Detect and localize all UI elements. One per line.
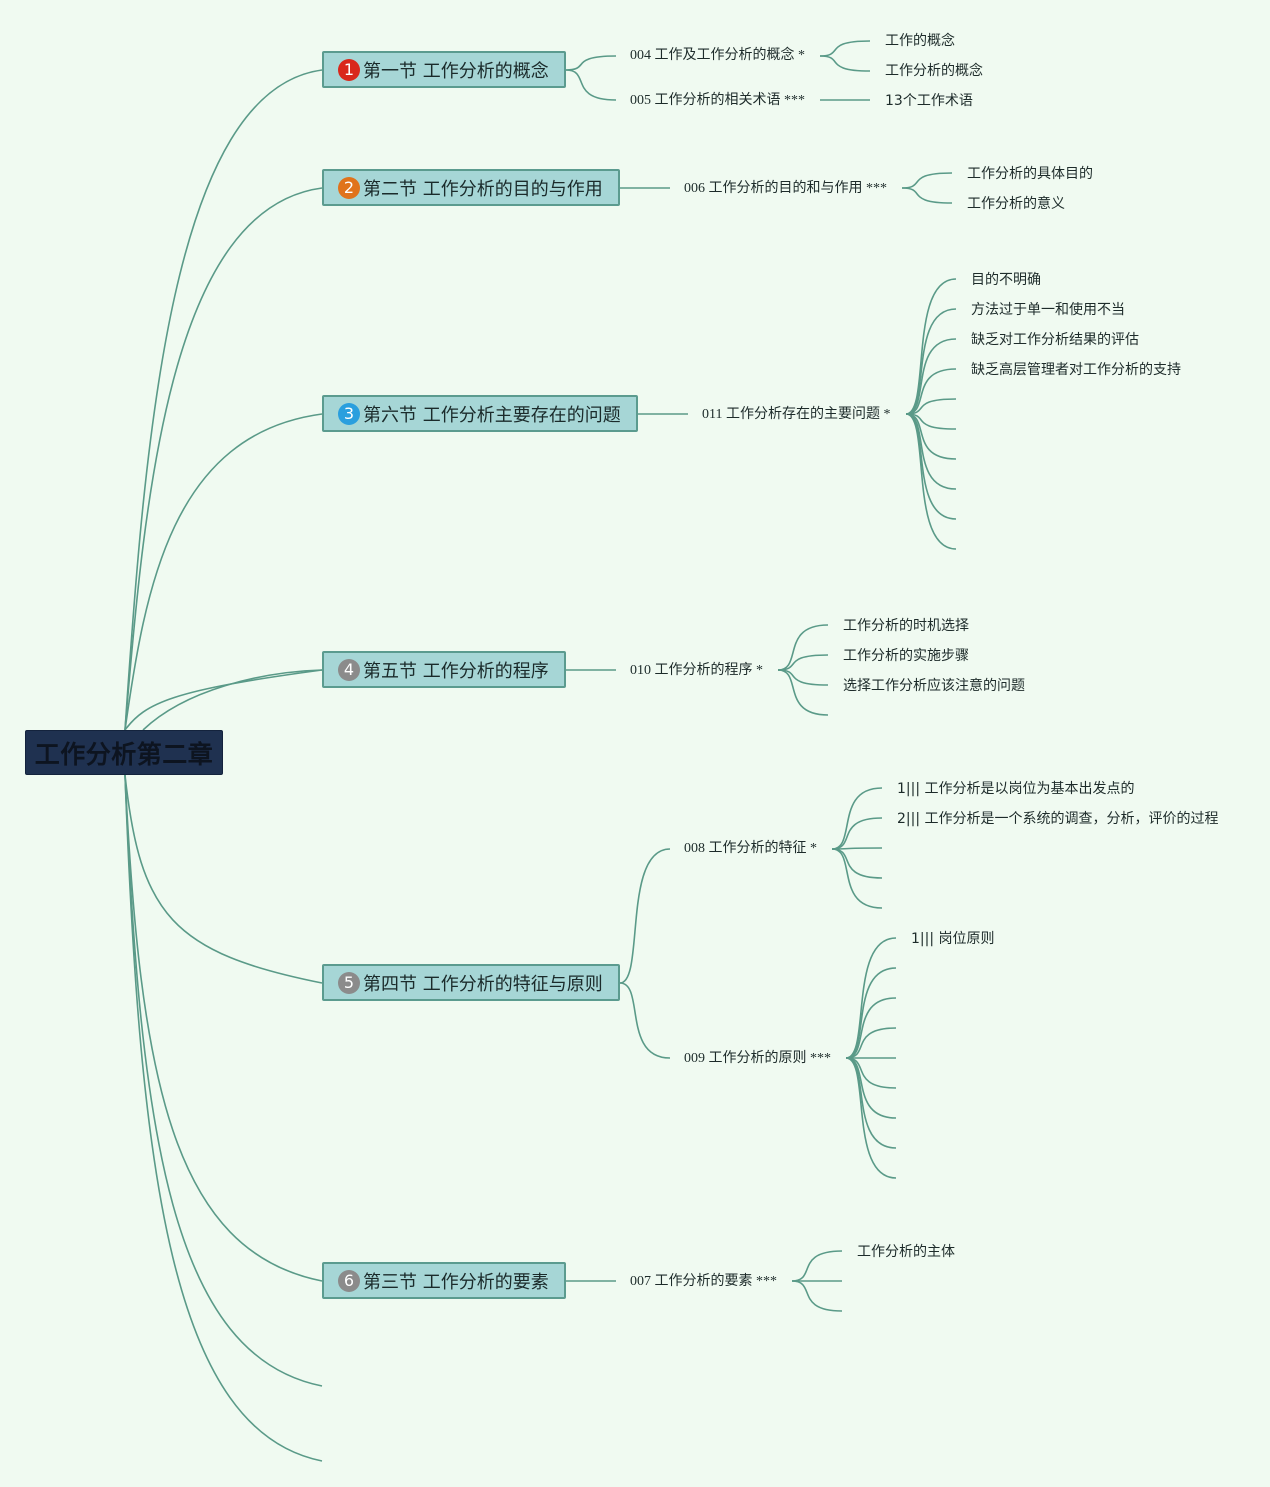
root-topic[interactable]: 工作分析第二章 xyxy=(25,730,223,775)
section-topic-4[interactable]: 4 第五节 工作分析的程序 xyxy=(322,651,566,688)
subtopic-004[interactable]: 004 工作及工作分析的概念 * xyxy=(630,48,805,63)
number-badge-icon: 1 xyxy=(338,58,360,81)
number-badge-icon: 3 xyxy=(338,402,360,425)
number-badge-icon: 4 xyxy=(338,658,360,681)
section-label: 第一节 工作分析的概念 xyxy=(363,60,549,82)
connector-line xyxy=(845,967,897,1059)
connector-line xyxy=(819,40,871,57)
connector-line xyxy=(831,848,883,879)
connector-line xyxy=(565,69,617,101)
section-label: 第四节 工作分析的特征与原则 xyxy=(363,973,603,995)
leaf-unclear-purpose[interactable]: 目的不明确 xyxy=(971,272,1041,288)
connector-line xyxy=(901,172,953,189)
leaf-13-terms[interactable]: 13个工作术语 xyxy=(885,93,973,109)
root-connector xyxy=(124,774,323,984)
subtopic-011[interactable]: 011 工作分析存在的主要问题 * xyxy=(702,407,891,422)
section-label: 第二节 工作分析的目的与作用 xyxy=(363,178,603,200)
connector-line xyxy=(905,338,957,415)
leaf-work-concept[interactable]: 工作的概念 xyxy=(885,33,955,49)
section-label: 第六节 工作分析主要存在的问题 xyxy=(363,404,621,426)
leaf-job-analysis-concept[interactable]: 工作分析的概念 xyxy=(885,63,983,79)
connector-line xyxy=(831,817,883,850)
connector-line xyxy=(791,1280,843,1312)
leaf-no-evaluation[interactable]: 缺乏对工作分析结果的评估 xyxy=(971,332,1139,348)
connector-line xyxy=(777,654,829,671)
leaf-method-issue[interactable]: 方法过于单一和使用不当 xyxy=(971,302,1125,318)
leaf-feature-1[interactable]: 1||| 工作分析是以岗位为基本出发点的 xyxy=(897,781,1135,797)
section-topic-6[interactable]: 6 第三节 工作分析的要素 xyxy=(322,1262,566,1299)
section-topic-5[interactable]: 5 第四节 工作分析的特征与原则 xyxy=(322,964,620,1001)
leaf-significance[interactable]: 工作分析的意义 xyxy=(967,196,1065,212)
root-connector xyxy=(124,413,323,731)
section-topic-1[interactable]: 1 第一节 工作分析的概念 xyxy=(322,51,566,88)
leaf-subject[interactable]: 工作分析的主体 xyxy=(857,1244,955,1260)
connector-line xyxy=(777,624,829,671)
leaf-steps[interactable]: 工作分析的实施步骤 xyxy=(843,648,969,664)
connector-line xyxy=(845,1027,897,1059)
connector-line xyxy=(905,308,957,415)
root-connector xyxy=(124,774,323,1282)
number-badge-icon: 6 xyxy=(338,1269,360,1292)
subtopic-006[interactable]: 006 工作分析的目的和与作用 *** xyxy=(684,181,887,196)
root-connector xyxy=(124,669,323,731)
section-topic-3[interactable]: 3 第六节 工作分析主要存在的问题 xyxy=(322,395,638,432)
subtopic-009[interactable]: 009 工作分析的原则 *** xyxy=(684,1051,831,1066)
connector-line xyxy=(845,937,897,1059)
number-badge-icon: 5 xyxy=(338,971,360,994)
connector-line xyxy=(905,368,957,415)
root-connector xyxy=(124,774,323,1387)
number-badge-icon: 2 xyxy=(338,176,360,199)
connector-line xyxy=(905,413,957,550)
section-label: 第三节 工作分析的要素 xyxy=(363,1271,549,1293)
leaf-timing[interactable]: 工作分析的时机选择 xyxy=(843,618,969,634)
connector-line xyxy=(831,847,883,850)
root-connector xyxy=(124,774,323,1462)
connector-line xyxy=(819,55,871,72)
connector-line xyxy=(845,997,897,1059)
section-topic-2[interactable]: 2 第二节 工作分析的目的与作用 xyxy=(322,169,620,206)
subtopic-008[interactable]: 008 工作分析的特征 * xyxy=(684,841,817,856)
connector-line xyxy=(831,787,883,850)
leaf-notes[interactable]: 选择工作分析应该注意的问题 xyxy=(843,678,1025,694)
connector-line xyxy=(619,848,671,984)
root-connector xyxy=(124,187,323,731)
connector-line xyxy=(845,1057,897,1149)
connector-line xyxy=(619,982,671,1059)
connector-line xyxy=(905,413,957,520)
subtopic-010[interactable]: 010 工作分析的程序 * xyxy=(630,663,763,678)
root-connector xyxy=(142,669,323,731)
leaf-principle-1[interactable]: 1||| 岗位原则 xyxy=(911,931,995,947)
subtopic-007[interactable]: 007 工作分析的要素 *** xyxy=(630,1274,777,1289)
connector-line xyxy=(831,848,883,909)
leaf-specific-purpose[interactable]: 工作分析的具体目的 xyxy=(967,166,1093,182)
connector-line xyxy=(901,187,953,204)
leaf-no-management-support[interactable]: 缺乏高层管理者对工作分析的支持 xyxy=(971,362,1181,378)
connector-line xyxy=(565,55,617,71)
connector-line xyxy=(791,1250,843,1282)
section-label: 第五节 工作分析的程序 xyxy=(363,660,549,682)
leaf-feature-2[interactable]: 2||| 工作分析是一个系统的调查，分析，评价的过程 xyxy=(897,811,1219,827)
subtopic-005[interactable]: 005 工作分析的相关术语 *** xyxy=(630,93,805,108)
connector-line xyxy=(777,669,829,716)
connector-line xyxy=(905,278,957,415)
connector-line xyxy=(845,1057,897,1179)
connector-line xyxy=(905,398,957,415)
root-connector xyxy=(124,69,323,731)
